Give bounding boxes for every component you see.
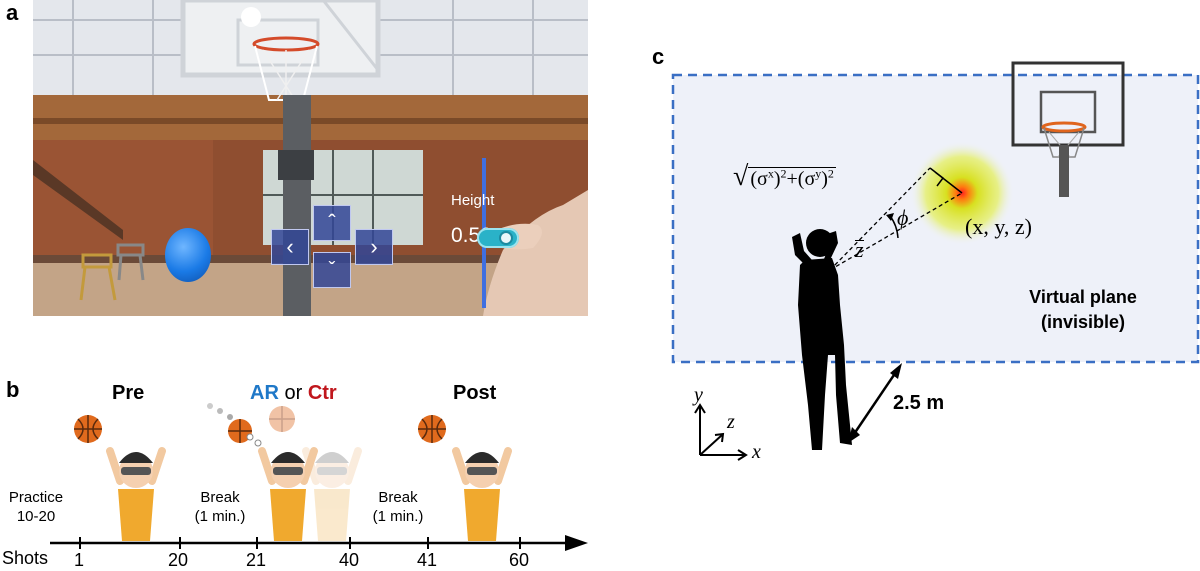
tick-label: 60 [509,550,529,571]
timeline-axis-label: Shots [2,548,48,569]
panel-label-a: a [6,0,18,26]
axis-y-label: y [694,384,703,407]
basketball-icon [74,415,102,443]
sigma-x-sup: x [768,166,774,180]
player-figure-ctr-faded [306,451,358,541]
slider-handle-icon[interactable] [477,228,519,248]
virtual-plane-line1: Virtual plane [1029,287,1137,307]
timeline-graphics [0,371,600,571]
player-figure-post [456,451,508,541]
axis-x-label: x [752,441,761,464]
basketball-motion-icon [207,403,295,446]
coordinate-axes [695,405,746,460]
sigma-x: σ [757,168,768,190]
axis-z-label: z [727,411,735,434]
phi-label: ϕ [897,205,908,231]
sigma-y-sup: y [815,166,821,180]
distance-label: 2.5 m [893,392,944,415]
tick-label: 21 [246,550,266,571]
zbar-label: z [855,240,864,259]
blue-button-icon[interactable] [165,228,211,282]
tick-label: 20 [168,550,188,571]
sigma-y: σ [804,168,815,190]
tick-label: 1 [74,550,84,571]
virtual-plane-label: Virtual plane (invisible) [1003,285,1163,335]
tick-label: 40 [339,550,359,571]
right-arrow-icon[interactable]: › [355,229,393,265]
player-figure-ar [262,451,314,541]
ar-headset-view-photo: ‹ ˆ ˇ › Height 0.50 [33,0,588,316]
virtual-plane-line2: (invisible) [1041,312,1125,332]
left-arrow-icon[interactable]: ‹ [271,229,309,265]
up-arrow-icon[interactable]: ˆ [313,205,351,241]
target-point-label: (x, y, z) [965,214,1032,240]
basketball-icon [418,415,446,443]
height-label: Height [451,192,494,209]
sigma-formula: √(σx)2+(σy)2 [733,161,836,193]
player-figure-pre [110,451,162,541]
timeline-arrowhead [565,535,588,551]
photo-scene [33,0,588,316]
tick-label: 41 [417,550,437,571]
down-arrow-icon[interactable]: ˇ [313,252,351,288]
